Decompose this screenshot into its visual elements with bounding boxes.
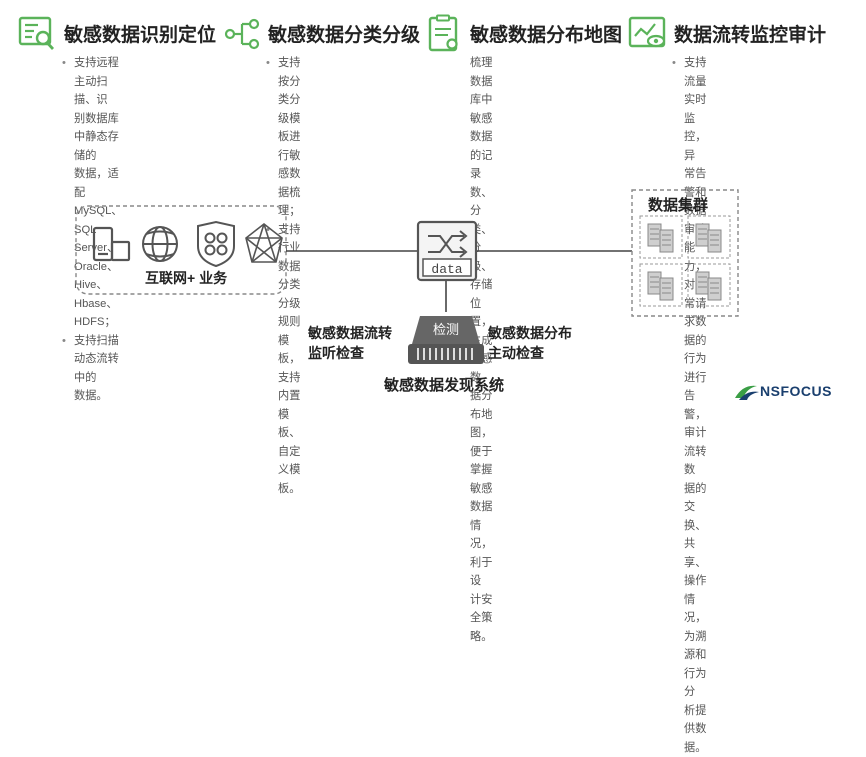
data-switch-icon: data [416,220,478,282]
feature-bullet: 支持远程主动扫描、识 别数据库中静态存储的 数据，适配MySQL、 SQL Se… [62,54,123,332]
feature-bullet: 支持扫描动态流转中的 数据。 [62,332,122,406]
server-grid [639,215,731,307]
feature-bullet: 支持按分类分级模板进 行敏感数据梳理； [266,54,300,221]
detection-device-icon: 检测 [408,316,484,364]
feature-title: 敏感数据分布地图 [470,25,623,46]
shield-icon [197,220,235,268]
passive-check-label: 敏感数据流转 监听检查 [308,325,392,361]
brand-name: NSFOCUS [760,383,832,399]
server-rack-icon [639,263,683,307]
feature-title: 敏感数据分类分级 [268,25,421,46]
internet-business-box [75,205,287,295]
globe-icon [142,226,178,262]
feature-title: 数据流转监控审计 [674,25,827,46]
cluster-label: 数据集群 [648,196,708,214]
switch-label: data [431,262,462,277]
nsfocus-logo-icon [735,385,759,400]
network-mesh-icon [245,222,283,263]
data-cluster-box [631,189,739,317]
distribution-map-icon [428,14,458,52]
network-diagram: 互联网+ 业务 data 检测 数据集群 [75,189,739,364]
classification-tree-icon [224,18,260,50]
server-rack-icon [687,263,731,307]
flow-monitor-icon [628,16,666,48]
internet-business-label: 互联网+ 业务 [145,270,228,286]
active-check-label: 敏感数据分布 主动检查 [488,325,572,361]
server-rack-icon [639,215,683,259]
system-label: 敏感数据发现系统 [384,377,505,394]
feature-bullet-list: 支持远程主动扫描、识 别数据库中静态存储的 数据，适配MySQL、 SQL Se… [62,54,123,406]
server-rack-icon [687,215,731,259]
detect-label: 检测 [433,322,459,337]
mobile-device-icon [92,226,131,262]
feature-title: 敏感数据识别定位 [64,25,217,46]
sensitive-data-scan-icon [18,16,55,50]
